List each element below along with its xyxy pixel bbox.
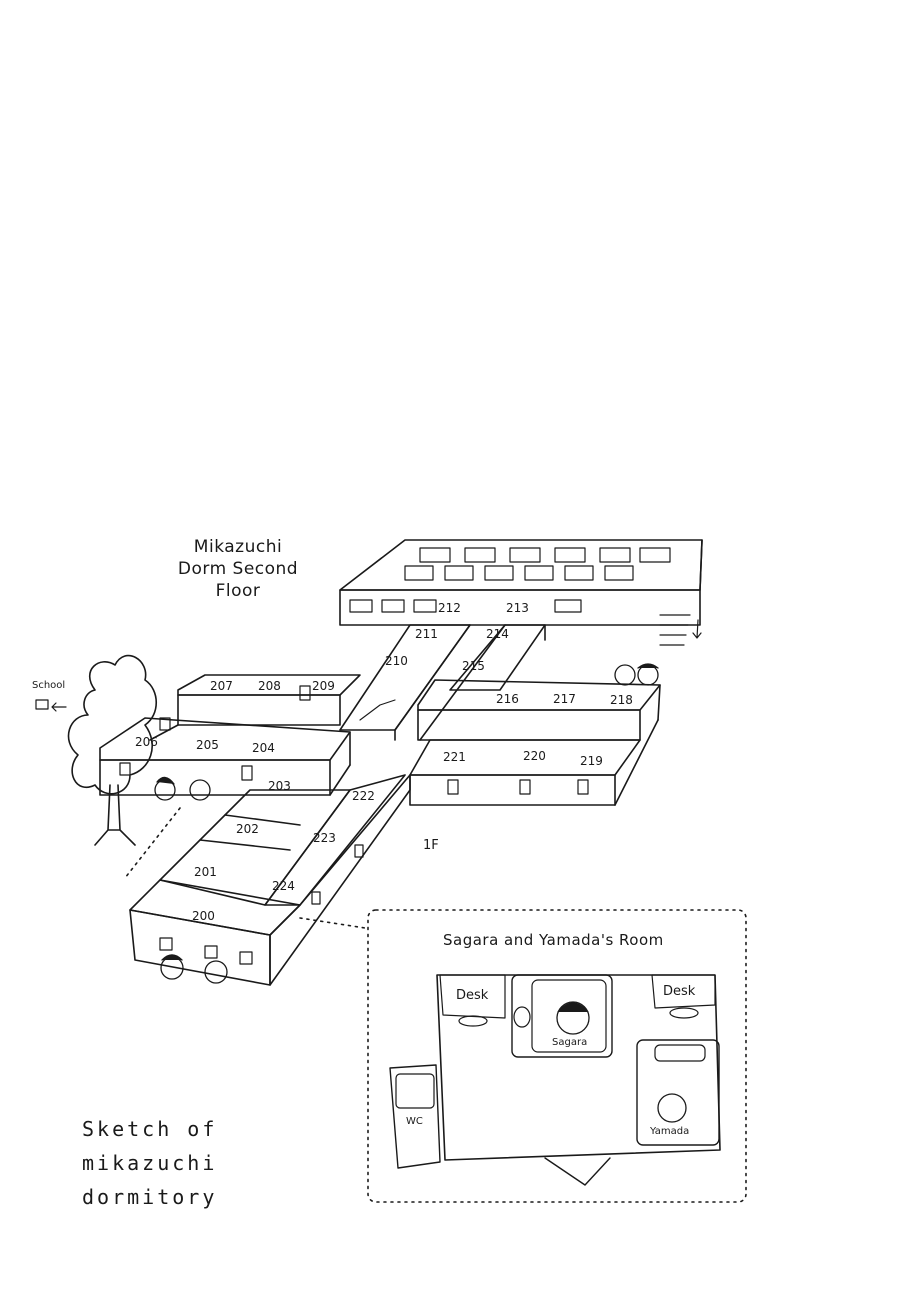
room-212: 212 <box>438 601 461 615</box>
tree-drawing <box>67 654 158 846</box>
room-203: 203 <box>268 779 291 793</box>
sketch-caption: Sketch of mikazuchi dormitory <box>82 1117 218 1209</box>
room-206: 206 <box>135 735 158 749</box>
room-220: 220 <box>523 749 546 763</box>
room-202: 202 <box>236 822 259 836</box>
room-215: 215 <box>462 659 485 673</box>
stairs-arrow <box>659 614 702 646</box>
stairs-1f-label: 1F <box>423 838 439 853</box>
north-wing <box>339 539 703 626</box>
room-205: 205 <box>196 738 219 752</box>
central-corridor <box>339 624 546 741</box>
desk-right-label: Desk <box>663 984 696 999</box>
room-210: 210 <box>385 654 408 668</box>
room-209: 209 <box>312 679 335 693</box>
room-204: 204 <box>252 741 275 755</box>
room-214: 214 <box>486 627 509 641</box>
room-224: 224 <box>272 879 295 893</box>
east-wing <box>409 679 661 806</box>
room-208: 208 <box>258 679 281 693</box>
school-arrow-sign <box>35 699 67 712</box>
room-218: 218 <box>610 693 633 707</box>
dotted-leaders <box>124 807 747 1203</box>
room-211: 211 <box>415 627 438 641</box>
room-213: 213 <box>506 601 529 615</box>
inset-room-plan <box>389 974 721 1186</box>
sagara-label: Sagara <box>552 1037 588 1048</box>
wc-label: WC <box>406 1116 423 1127</box>
room-223: 223 <box>313 831 336 845</box>
room-221: 221 <box>443 750 466 764</box>
room-219: 219 <box>580 754 603 768</box>
school-label: School <box>32 680 66 691</box>
yamada-label: Yamada <box>650 1126 690 1137</box>
room-217: 217 <box>553 692 576 706</box>
south-wing <box>129 774 411 986</box>
floor-title: Mikazuchi Dorm Second Floor <box>177 537 299 601</box>
room-number-labels: 200 201 202 203 204 205 206 207 208 209 … <box>135 601 633 923</box>
character-heads <box>154 663 687 1123</box>
room-216: 216 <box>496 692 519 706</box>
room-207: 207 <box>210 679 233 693</box>
west-wing-lower <box>99 685 351 796</box>
west-wing-upper <box>149 674 361 741</box>
room-201: 201 <box>194 865 217 879</box>
room-200: 200 <box>192 909 215 923</box>
room-222: 222 <box>352 789 375 803</box>
inset-room-title: Sagara and Yamada's Room <box>443 931 664 949</box>
desk-left-label: Desk <box>456 988 489 1003</box>
